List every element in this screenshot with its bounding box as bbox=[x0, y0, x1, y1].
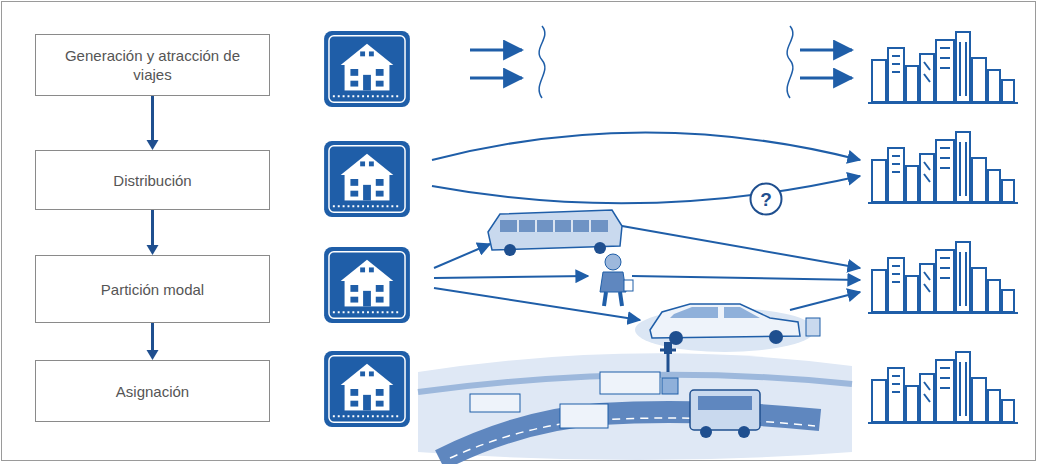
question-mark: ? bbox=[760, 190, 772, 209]
car-illustration bbox=[635, 304, 820, 352]
city-icon bbox=[868, 242, 1018, 313]
city-icon bbox=[868, 132, 1018, 203]
trip-arrows bbox=[470, 50, 852, 78]
flow-arrow bbox=[147, 323, 159, 360]
process-box: Partición modal bbox=[35, 255, 270, 323]
house-icon bbox=[324, 247, 410, 323]
flow-arrow bbox=[147, 210, 159, 255]
process-box: Distribución bbox=[35, 150, 270, 210]
break-line bbox=[539, 26, 793, 98]
city-icon bbox=[868, 32, 1018, 103]
step-label: Generación y atracción de viajes bbox=[46, 46, 259, 84]
process-box: Asignación bbox=[35, 360, 270, 422]
step-label: Distribución bbox=[113, 171, 191, 190]
process-box: Generación y atracción de viajes bbox=[35, 34, 270, 96]
bus-illustration bbox=[488, 210, 622, 256]
house-icon bbox=[324, 141, 410, 217]
house-icon bbox=[324, 351, 410, 427]
pedestrian-illustration bbox=[600, 254, 633, 306]
question-circle: ? bbox=[749, 182, 783, 216]
city-icon bbox=[868, 352, 1018, 423]
house-icon bbox=[324, 31, 410, 107]
flow-arrow bbox=[147, 96, 159, 150]
network-illustration bbox=[418, 342, 852, 460]
step-label: Asignación bbox=[116, 382, 189, 401]
step-label: Partición modal bbox=[101, 280, 204, 299]
distribution-arrows bbox=[432, 133, 860, 204]
